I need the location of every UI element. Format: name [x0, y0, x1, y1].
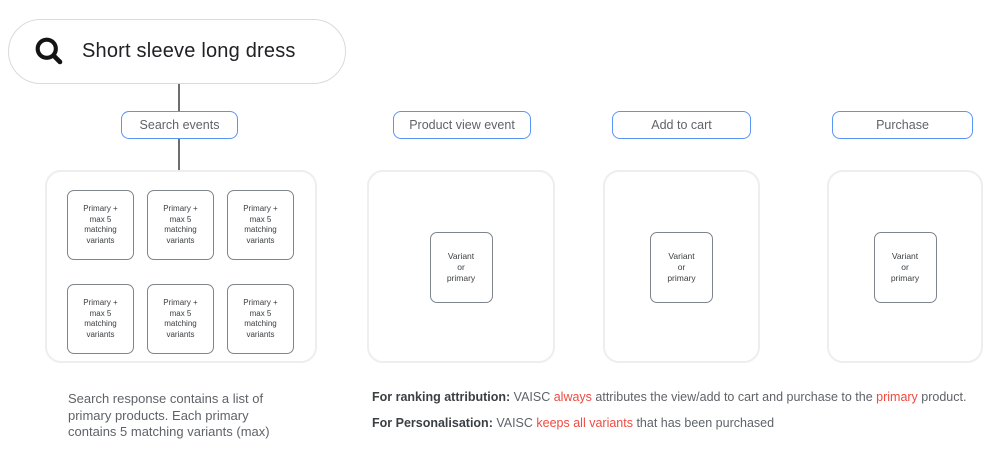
variant-or-primary-box: Variant or primary: [650, 232, 713, 303]
label-product-view-event: Product view event: [393, 111, 531, 139]
ranking-note-highlight: primary: [876, 390, 918, 404]
search-input[interactable]: Short sleeve long dress: [8, 19, 346, 84]
ranking-note-label: For ranking attribution:: [372, 390, 511, 404]
ranking-note-text: VAISC: [510, 390, 554, 404]
label-purchase: Purchase: [832, 111, 973, 139]
primary-variants-box: Primary + max 5 matching variants: [147, 190, 214, 260]
variant-or-primary-box: Variant or primary: [873, 232, 937, 303]
ranking-note-highlight: always: [553, 390, 592, 404]
ranking-note-text: attributes the view/add to cart and purc…: [591, 390, 877, 404]
search-response-note: Search response contains a list of prima…: [68, 391, 270, 439]
label-add-to-cart: Add to cart: [612, 111, 751, 139]
label-search-events: Search events: [121, 111, 238, 139]
connector-search-to-label: [178, 84, 180, 111]
search-query-text: Short sleeve long dress: [82, 40, 296, 62]
personalisation-note-highlight: keeps all variants: [536, 416, 633, 430]
purchase-container: Variant or primary: [827, 170, 983, 363]
connector-label-to-container: [178, 139, 180, 170]
primary-variants-box: Primary + max 5 matching variants: [67, 190, 134, 260]
personalisation-note-label: For Personalisation:: [372, 416, 493, 430]
personalisation-note-text: that has been purchased: [632, 416, 775, 430]
search-icon: [35, 37, 63, 65]
product-view-container: Variant or primary: [367, 170, 555, 363]
primary-variants-box: Primary + max 5 matching variants: [67, 284, 134, 354]
primary-boxes-grid: Primary + max 5 matching variants Primar…: [47, 172, 315, 361]
ranking-note-text: product.: [917, 390, 967, 404]
add-to-cart-container: Variant or primary: [603, 170, 760, 363]
ranking-attribution-note: For ranking attribution: VAISC always at…: [372, 390, 966, 404]
primary-variants-box: Primary + max 5 matching variants: [227, 190, 294, 260]
search-events-container: Primary + max 5 matching variants Primar…: [45, 170, 317, 363]
primary-variants-box: Primary + max 5 matching variants: [147, 284, 214, 354]
primary-variants-box: Primary + max 5 matching variants: [227, 284, 294, 354]
variant-or-primary-box: Variant or primary: [429, 232, 493, 303]
personalisation-note-text: VAISC: [492, 416, 537, 430]
personalisation-note: For Personalisation: VAISC keeps all var…: [372, 416, 774, 430]
